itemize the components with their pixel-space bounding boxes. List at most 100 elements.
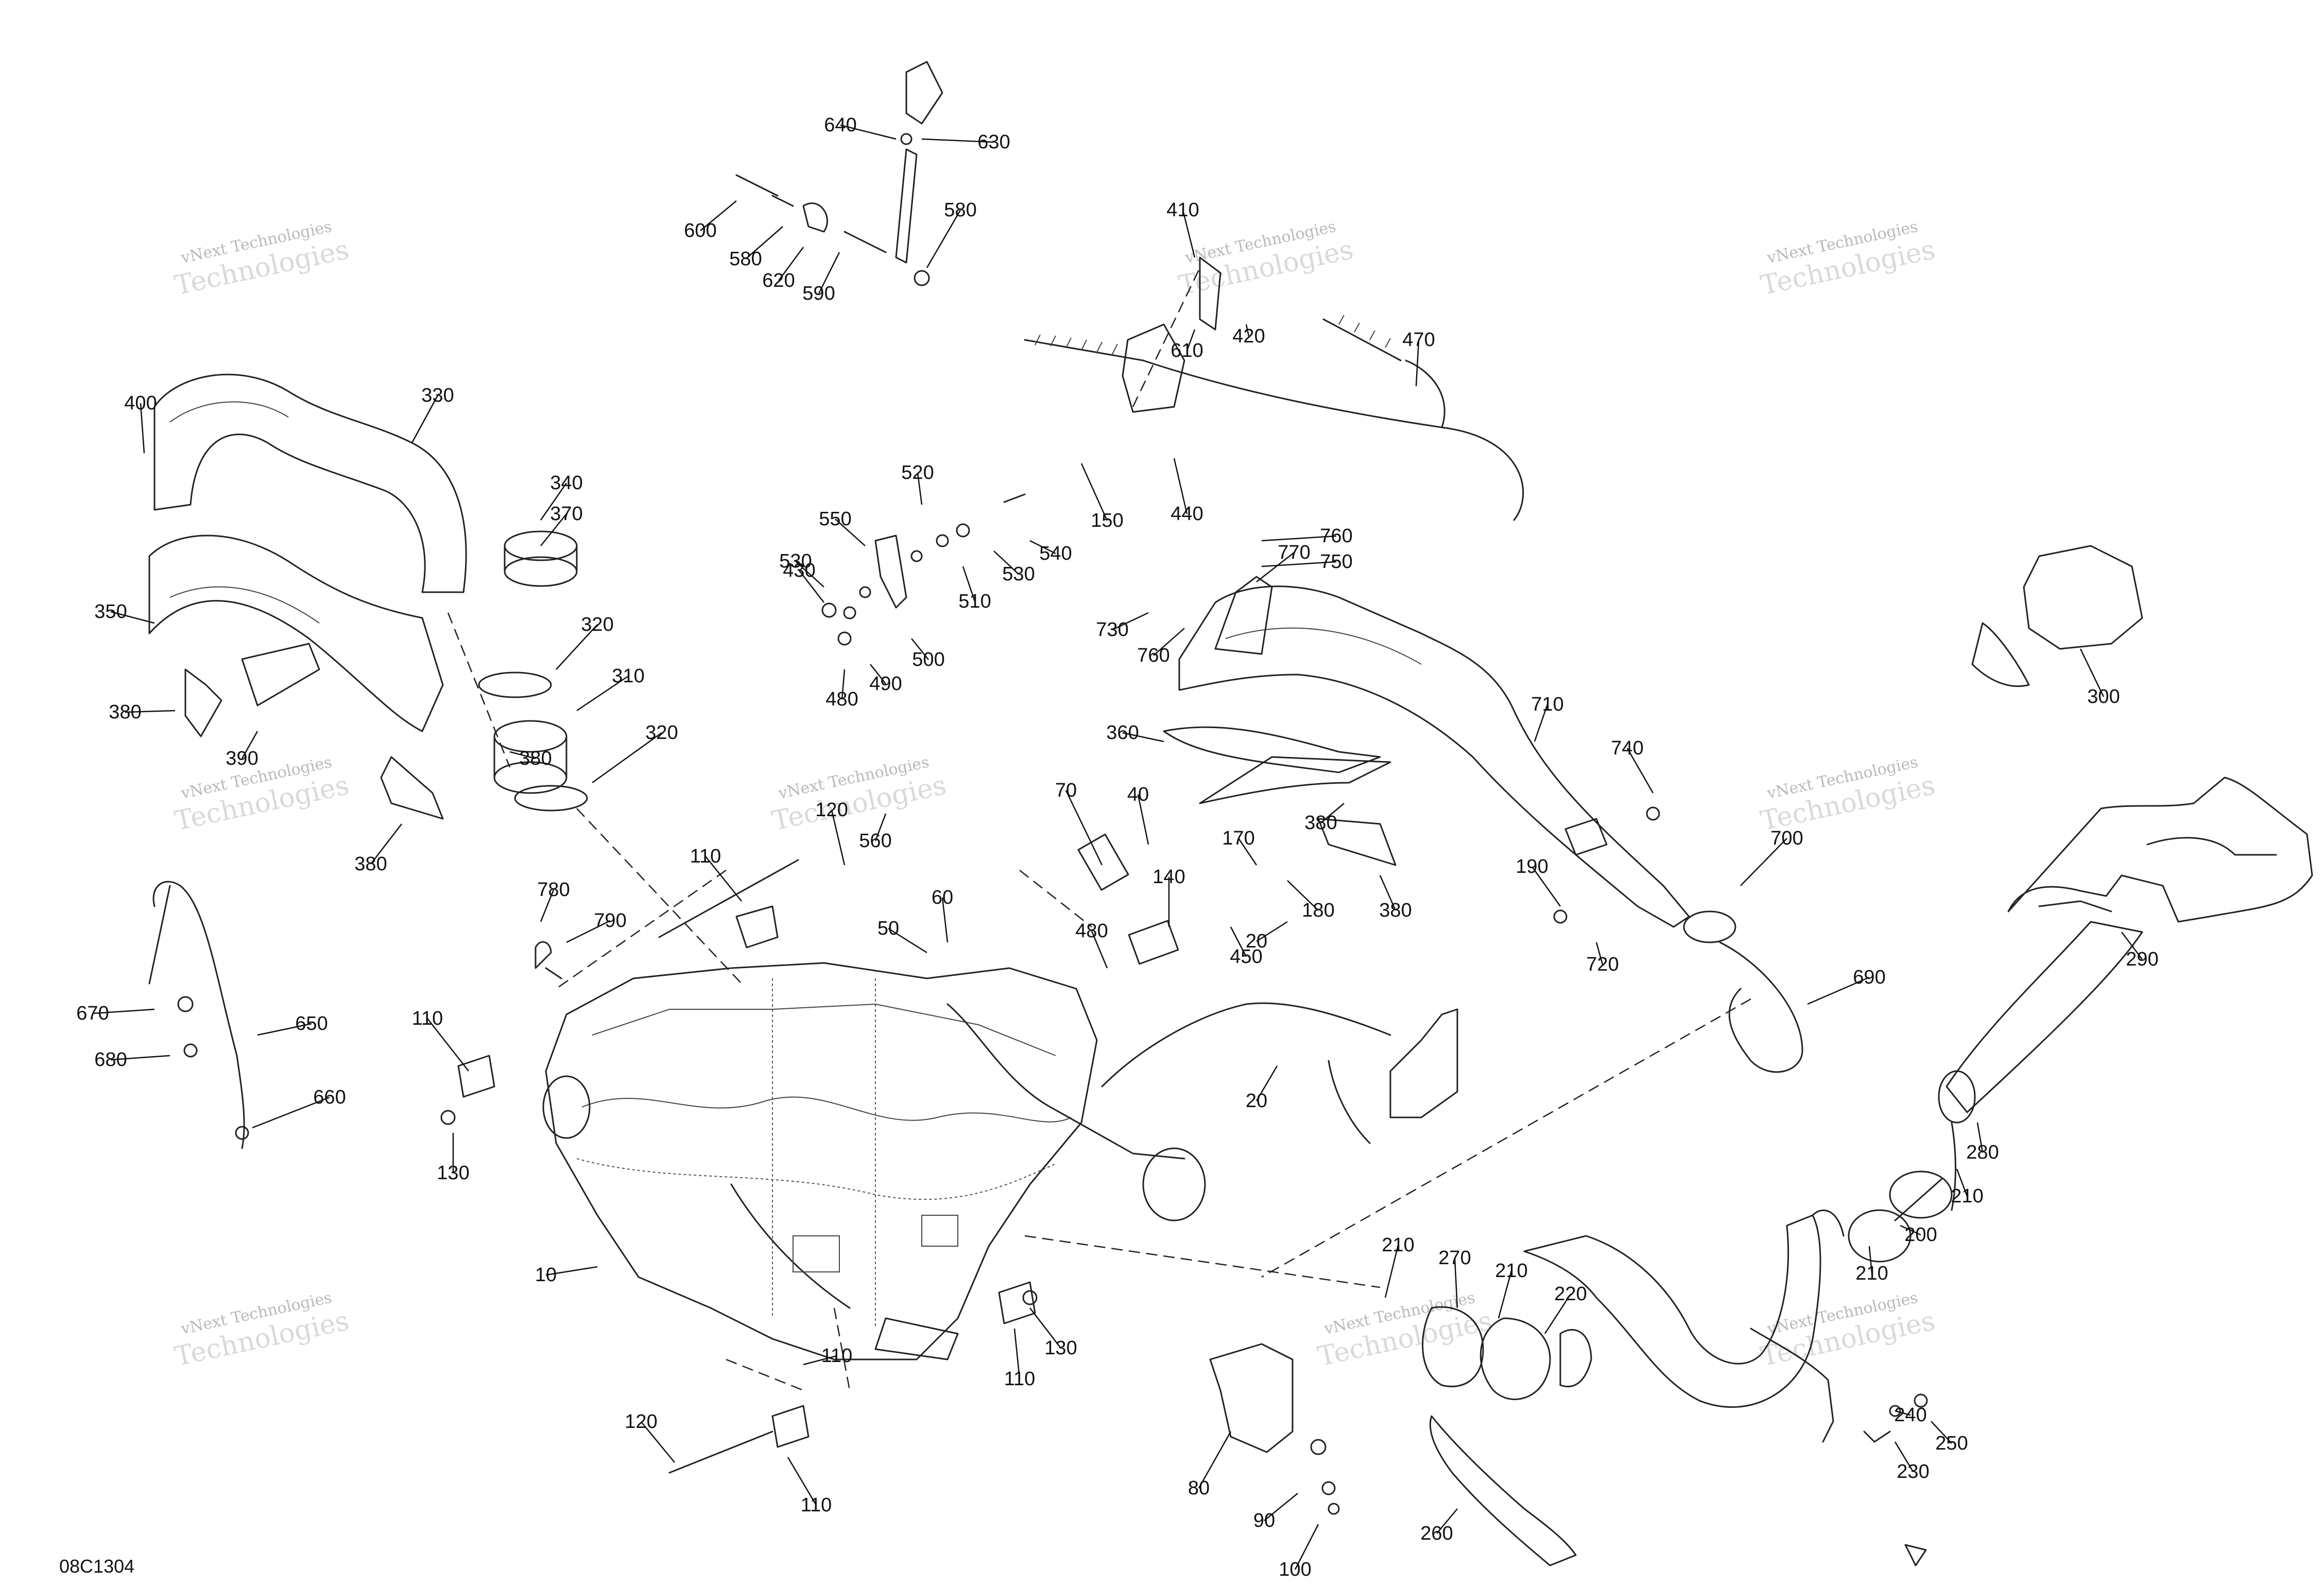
callout-leader (1198, 1431, 1232, 1489)
callout-leader (576, 675, 629, 712)
callout-680: 680 (94, 1049, 127, 1071)
callout-leader (835, 519, 866, 546)
bracket-hardware (821, 493, 1026, 646)
callout-380: 380 (519, 748, 552, 769)
callout-leader (252, 1096, 330, 1129)
callout-leader (2079, 648, 2105, 697)
air-intake-duct (1938, 777, 2313, 1211)
callout-leader (1264, 1493, 1298, 1521)
callout-leader (1255, 1065, 1278, 1101)
callout-50: 50 (877, 918, 899, 939)
callout-410: 410 (1166, 199, 1199, 221)
callout-90: 90 (1253, 1510, 1275, 1531)
callout-320: 320 (581, 614, 613, 635)
callout-190: 190 (1516, 856, 1548, 877)
callout-leader (411, 395, 439, 443)
callout-380: 380 (109, 701, 141, 723)
exhaust-ducting (1209, 1170, 1953, 1566)
callout-240: 240 (1894, 1404, 1926, 1426)
callout-leader (1436, 1508, 1458, 1534)
callout-290: 290 (2126, 949, 2158, 970)
callout-70: 70 (1055, 780, 1077, 801)
callout-leader (993, 550, 1019, 575)
callout-750: 750 (1320, 551, 1352, 573)
callout-660: 660 (313, 1087, 346, 1108)
callout-leader (1531, 866, 1561, 907)
callout-leader (840, 124, 897, 140)
callout-leader (870, 664, 886, 684)
callout-540: 540 (1039, 543, 1072, 564)
callout-leader (1626, 748, 1654, 794)
callout-leader (1029, 1307, 1061, 1349)
callout-640: 640 (824, 114, 856, 136)
callout-320: 320 (645, 722, 678, 744)
callout-leader (818, 252, 840, 294)
callout-110: 110 (821, 1345, 853, 1367)
callout-580: 580 (944, 199, 976, 221)
callout-leader (799, 570, 824, 603)
callout-leader (874, 813, 887, 841)
callout-leader (1895, 1410, 1911, 1416)
callout-leader (1740, 838, 1787, 886)
callout-730: 730 (1096, 619, 1128, 641)
callout-leader (911, 638, 929, 660)
callout-150: 150 (1091, 510, 1123, 531)
callout-leader (941, 897, 949, 943)
callout-20: 20 (1246, 931, 1267, 952)
callout-leader (1256, 552, 1295, 582)
callout-leader (641, 1421, 675, 1463)
callout-790: 790 (594, 910, 626, 932)
callout-leader (962, 566, 976, 602)
callout-230: 230 (1897, 1461, 1929, 1483)
callout-590: 590 (802, 283, 835, 304)
small-fasteners (148, 806, 1928, 1566)
callout-330: 330 (421, 385, 454, 406)
callout-710: 710 (1531, 694, 1563, 715)
callout-100: 100 (1279, 1559, 1311, 1580)
callout-leader (1956, 1168, 1968, 1197)
callout-leader (705, 856, 742, 902)
callout-leader (1256, 921, 1288, 942)
callout-leader (1173, 458, 1188, 514)
callout-10: 10 (535, 1264, 557, 1286)
callout-400: 400 (124, 392, 157, 414)
callout-260: 260 (1420, 1523, 1453, 1544)
callout-leader (1261, 561, 1337, 567)
callout-leader (1320, 803, 1345, 823)
callout-leader (1112, 612, 1149, 631)
callout-leader (921, 138, 994, 143)
callout-500: 500 (912, 649, 944, 670)
callout-350: 350 (94, 601, 127, 623)
callout-leader (1976, 1122, 1984, 1153)
callout-200: 200 (1904, 1224, 1937, 1246)
callout-leader (1080, 463, 1108, 521)
callout-580: 580 (729, 248, 762, 270)
callout-340: 340 (550, 472, 582, 494)
heat-shield-assembly (148, 373, 467, 820)
callout-leader (140, 403, 145, 454)
callout-leader (1497, 1270, 1512, 1319)
alignment-lines (447, 267, 1751, 1391)
gear-cable (1024, 256, 1524, 521)
callout-leader (787, 1457, 817, 1506)
callout-720: 720 (1586, 954, 1619, 975)
callout-leader (1534, 704, 1548, 742)
callout-leader (1894, 1441, 1914, 1472)
callout-430: 430 (783, 560, 815, 581)
callout-60: 60 (932, 887, 953, 908)
callout-700: 700 (1770, 828, 1803, 849)
callout-20: 20 (1246, 1090, 1267, 1112)
callout-leaders (92, 124, 2143, 1570)
callout-leader (1595, 942, 1604, 965)
callout-180: 180 (1302, 900, 1334, 921)
callout-300: 300 (2087, 686, 2120, 708)
callout-leader (1287, 880, 1319, 911)
callout-520: 520 (901, 462, 934, 484)
callout-550: 550 (819, 508, 851, 530)
callout-110: 110 (412, 1008, 443, 1029)
callout-leader (1868, 1246, 1873, 1274)
intake-tube (1163, 576, 1803, 1073)
